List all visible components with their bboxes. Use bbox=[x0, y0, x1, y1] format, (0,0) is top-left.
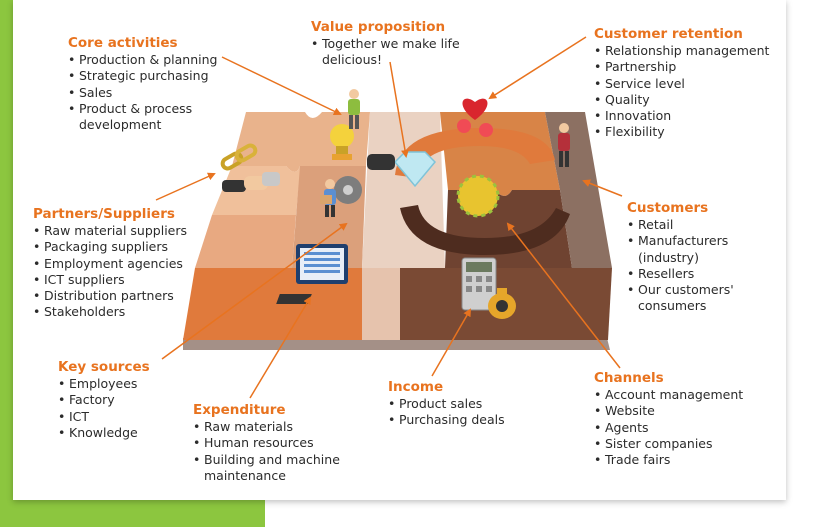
key-sources-title: Key sources bbox=[58, 359, 150, 375]
list-item: Raw material suppliers bbox=[33, 223, 187, 240]
list-item: Trade fairs bbox=[594, 452, 743, 469]
list-item: Relationship management bbox=[594, 43, 769, 60]
list-item: delicious! bbox=[322, 52, 383, 68]
arrow-key-sources bbox=[161, 222, 348, 360]
person-figure-icon bbox=[320, 179, 336, 217]
list-item: development bbox=[79, 117, 162, 133]
arrow-customers bbox=[582, 179, 623, 197]
list-item: Employees bbox=[58, 376, 150, 393]
channels-ring bbox=[400, 205, 570, 255]
list-item: Agents bbox=[594, 420, 743, 437]
customer-retention-block: Customer retention Relationship manageme… bbox=[594, 26, 769, 141]
list-item: Innovation bbox=[594, 108, 769, 125]
list-item: Account management bbox=[594, 387, 743, 404]
list-item: Flexibility bbox=[594, 124, 769, 141]
list-item: Raw materials bbox=[193, 419, 340, 436]
list-item: Product sales bbox=[388, 396, 505, 413]
list-item: Distribution partners bbox=[33, 288, 187, 305]
list-item: ICT bbox=[58, 409, 150, 426]
handshake-icon bbox=[222, 172, 280, 192]
key-sources-block: Key sources Employees Factory ICT Knowle… bbox=[58, 359, 150, 441]
customers-title: Customers bbox=[627, 200, 709, 216]
list-item: (industry) bbox=[638, 249, 699, 265]
list-item: Employment agencies bbox=[33, 256, 187, 273]
list-item: Quality bbox=[594, 92, 769, 109]
list-item: Resellers bbox=[627, 266, 734, 283]
person-figure-icon bbox=[348, 89, 360, 129]
list-item: Together we make life bbox=[311, 36, 460, 53]
expenditure-title: Expenditure bbox=[193, 402, 286, 418]
lightbulb-icon bbox=[330, 124, 354, 160]
leader-arrows bbox=[155, 36, 623, 399]
board-shadow bbox=[183, 338, 610, 350]
piece-gap bbox=[362, 268, 400, 340]
list-item: Production & planning bbox=[68, 52, 217, 69]
list-item: Sales bbox=[68, 85, 217, 102]
partners-suppliers-title: Partners/Suppliers bbox=[33, 206, 175, 222]
arrow-customer-retention bbox=[488, 36, 587, 100]
list-item: Purchasing deals bbox=[388, 412, 505, 429]
value-proposition-block: Value proposition Together we make life … bbox=[311, 19, 460, 69]
list-item: Partnership bbox=[594, 59, 769, 76]
value-proposition-title: Value proposition bbox=[311, 19, 446, 35]
list-item: Retail bbox=[627, 217, 734, 234]
list-item: Factory bbox=[58, 392, 150, 409]
core-activities-title: Core activities bbox=[68, 35, 178, 51]
list-item: Sister companies bbox=[594, 436, 743, 453]
arrow-partners bbox=[155, 172, 216, 201]
list-item: maintenance bbox=[204, 467, 286, 483]
list-item: Packaging suppliers bbox=[33, 239, 187, 256]
list-item: Website bbox=[594, 403, 743, 420]
expenditure-block: Expenditure Raw materials Human resource… bbox=[193, 402, 340, 484]
channels-block: Channels Account management Website Agen… bbox=[594, 370, 743, 469]
piece-partners-bottom bbox=[195, 215, 296, 268]
partners-suppliers-block: Partners/Suppliers Raw material supplier… bbox=[33, 206, 187, 321]
list-item: Strategic purchasing bbox=[68, 68, 217, 85]
customer-retention-title: Customer retention bbox=[594, 26, 743, 42]
arrow-channels bbox=[506, 222, 621, 369]
arrow-value-proposition bbox=[389, 61, 409, 158]
list-item: Our customers' bbox=[627, 282, 734, 299]
income-block: Income Product sales Purchasing deals bbox=[388, 379, 505, 429]
piece-expenditure bbox=[183, 268, 362, 340]
person-figure-icon bbox=[558, 123, 570, 167]
calculator-icon bbox=[461, 257, 497, 311]
list-item: Knowledge bbox=[58, 425, 150, 442]
channels-title: Channels bbox=[594, 370, 664, 386]
list-item: consumers bbox=[638, 298, 707, 314]
customers-block: Customers Retail Manufacturers (industry… bbox=[627, 200, 734, 315]
globe-icon bbox=[456, 174, 500, 218]
computer-monitor-icon bbox=[276, 244, 348, 304]
list-item: ICT suppliers bbox=[33, 272, 187, 289]
list-item: Building and machine bbox=[193, 452, 340, 469]
arrow-core-activities bbox=[221, 56, 342, 115]
arrow-income bbox=[431, 308, 471, 377]
chain-link-icon bbox=[220, 143, 258, 171]
heart-icon bbox=[457, 98, 493, 137]
list-item: Service level bbox=[594, 76, 769, 93]
money-bag-icon bbox=[488, 288, 516, 319]
retention-ring bbox=[395, 128, 555, 178]
list-item: Manufacturers bbox=[627, 233, 734, 250]
core-activities-block: Core activities Production & planning St… bbox=[68, 35, 217, 133]
list-item: Stakeholders bbox=[33, 304, 187, 321]
list-item: Human resources bbox=[193, 435, 340, 452]
income-title: Income bbox=[388, 379, 444, 395]
list-item: Product & process bbox=[68, 101, 217, 118]
gear-icon bbox=[334, 176, 362, 204]
arrow-expenditure bbox=[249, 296, 312, 399]
